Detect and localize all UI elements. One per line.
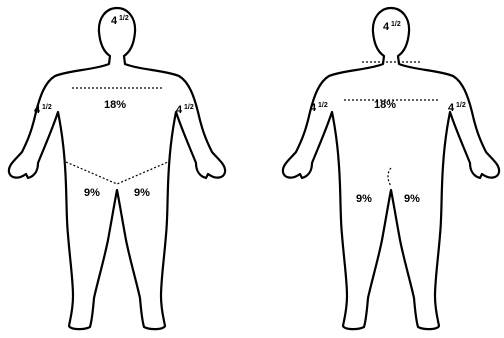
back-figure: 4 1/2 4 1/2 4 1/2 18% 9% 9% — [283, 8, 499, 329]
back-buttock-line — [388, 168, 391, 186]
front-figure: 4 1/2 4 1/2 4 1/2 18% 9% 9% — [9, 8, 225, 329]
back-right-leg-label: 9% — [356, 193, 372, 205]
front-left-arm-label: 4 — [176, 104, 183, 116]
back-trunk-label: 18% — [374, 99, 396, 111]
back-left-arm-label: 4 — [448, 102, 455, 114]
back-left-leg-label: 9% — [404, 193, 420, 205]
back-right-arm-label: 4 — [310, 102, 317, 114]
front-head-label: 4 — [111, 15, 118, 27]
front-left-leg-label: 9% — [134, 187, 150, 199]
front-left-arm-fraction: 1/2 — [184, 104, 194, 111]
front-trunk-label: 18% — [104, 99, 126, 111]
front-right-arm-fraction: 1/2 — [42, 104, 52, 111]
front-body-outline — [9, 8, 225, 329]
front-groin-line — [66, 162, 168, 184]
back-left-arm-fraction: 1/2 — [456, 102, 466, 109]
front-head-fraction: 1/2 — [119, 15, 129, 22]
back-right-arm-fraction: 1/2 — [318, 102, 328, 109]
back-head-fraction: 1/2 — [391, 21, 401, 28]
back-head-label: 4 — [383, 21, 390, 33]
front-right-arm-label: 4 — [34, 104, 41, 116]
front-right-leg-label: 9% — [84, 187, 100, 199]
